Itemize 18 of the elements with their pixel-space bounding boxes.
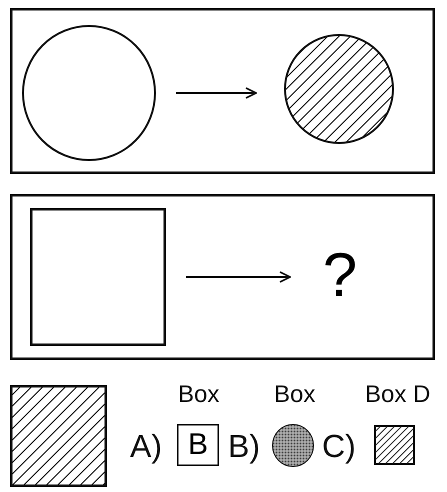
question-mark: ? [318,238,362,314]
arrow [186,271,291,283]
option-caption: Box [178,383,220,407]
option-letter: C) [322,430,356,462]
empty-circle [22,25,156,161]
shaded-circle [272,424,314,467]
arrow [176,87,257,99]
hatched-circle [284,34,394,144]
hatched-square [374,425,415,465]
panel-frame [10,194,435,360]
option-letter: A) [130,430,162,462]
lettered-box: B [177,424,219,466]
empty-square [30,208,166,346]
panel-frame [10,8,435,174]
option-caption: Box [274,383,316,407]
option-letter: B) [228,430,260,462]
option-caption: Box D [365,383,430,407]
hatched-square [10,385,107,487]
